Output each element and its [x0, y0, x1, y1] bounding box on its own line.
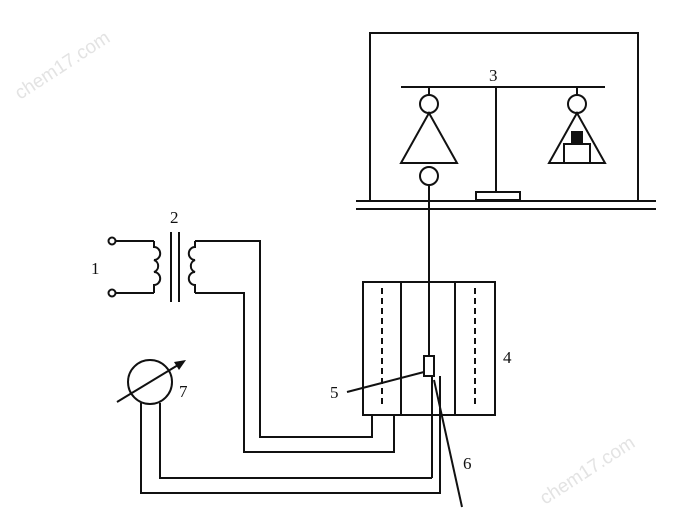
furnace	[362, 281, 496, 416]
label-6: 6	[463, 454, 472, 473]
counterweight-top	[571, 131, 583, 145]
transformer	[107, 232, 196, 302]
label-3: 3	[489, 66, 498, 85]
label-1: 1	[91, 259, 100, 278]
left-pan-triangle	[399, 110, 459, 164]
left-hanger-ring	[419, 94, 439, 114]
watermark-bottom-right: chem17.com	[536, 432, 639, 509]
label-4: 4	[503, 348, 512, 367]
supply-wire-outer	[195, 240, 373, 438]
secondary-coil	[187, 241, 196, 293]
temperature-meter	[116, 359, 186, 405]
balance	[399, 86, 607, 201]
thermocouple-wire-a	[159, 403, 432, 479]
furnace-body	[362, 281, 496, 416]
terminal-upper	[107, 236, 117, 246]
meter-arrowhead	[174, 360, 186, 370]
right-hanger-ring	[567, 94, 587, 114]
primary-coil	[153, 241, 162, 293]
supply-wire-inner	[195, 292, 395, 453]
label-2: 2	[170, 208, 179, 227]
sample-crucible	[423, 355, 435, 377]
balance-base	[475, 191, 521, 201]
terminal-lower	[107, 288, 117, 298]
watermark-top-left: chem17.com	[11, 27, 114, 104]
counterweight	[563, 143, 591, 164]
label-5: 5	[330, 383, 339, 402]
balance-enclosure	[356, 32, 656, 210]
meter-dial	[127, 359, 173, 405]
meter-arrow	[116, 361, 184, 403]
label-7: 7	[179, 382, 188, 401]
leader-line-5	[346, 371, 425, 393]
lower-hanger-ring	[419, 166, 439, 186]
leader-line-6	[433, 379, 463, 508]
thermocouple-wire-b	[140, 376, 441, 494]
